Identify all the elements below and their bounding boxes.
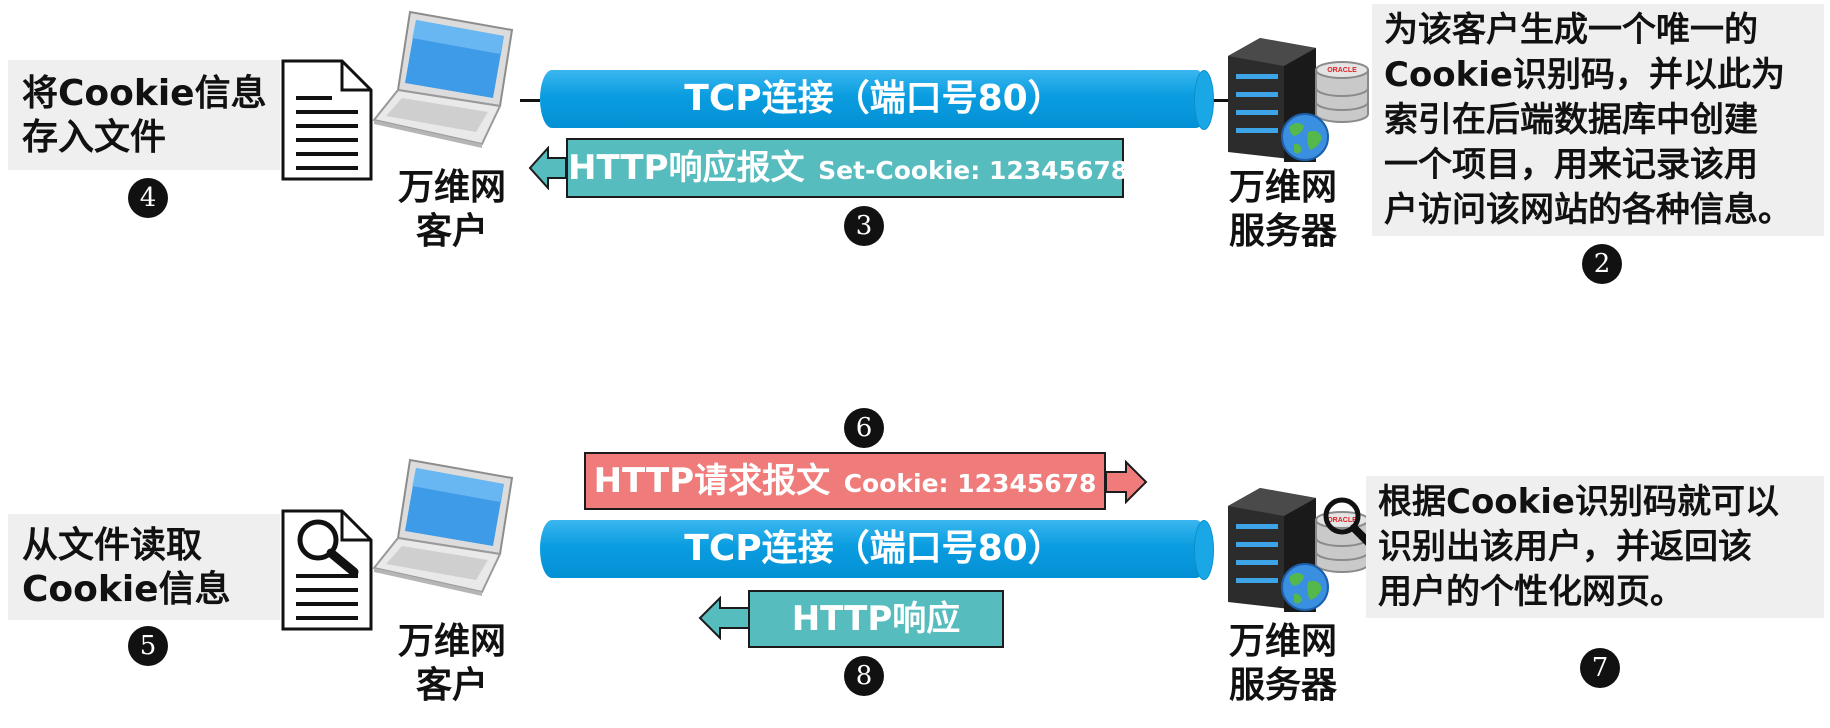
note-line: 户访问该网站的各种信息。: [1384, 190, 1792, 230]
cookie-label: Cookie: 12345678: [843, 469, 1097, 498]
tcp-label: TCP连接（端口号80）: [684, 528, 1064, 569]
tcp-connection-pipe: TCP连接（端口号80）: [540, 520, 1208, 578]
db-brand: ORACLE: [1327, 517, 1357, 524]
note-line: 识别出该用户，并返回该: [1378, 527, 1752, 567]
label-line: 服务器: [1228, 665, 1337, 706]
label-line: 万维网: [397, 621, 506, 662]
pipe-end: [1194, 70, 1214, 130]
note-line: 为该客户生成一个唯一的: [1384, 10, 1758, 50]
step-badge-8: 8: [844, 656, 884, 696]
label-line: 客户: [415, 665, 488, 706]
client-label: 万维网 客户: [392, 166, 512, 254]
label-line: 客户: [415, 211, 488, 252]
document-search-icon: [281, 509, 373, 631]
db-brand: ORACLE: [1327, 67, 1357, 74]
arrow-right-icon: [1105, 460, 1148, 504]
server-label: 万维网 服务器: [1218, 166, 1348, 254]
note-line: 索引在后端数据库中创建: [1384, 100, 1758, 140]
response-label: HTTP响应报文: [568, 148, 805, 188]
pipe-end: [1194, 520, 1214, 580]
tcp-label: TCP连接（端口号80）: [684, 78, 1064, 119]
step-badge-2: 2: [1582, 244, 1622, 284]
http-response-box: HTTP响应报文 Set-Cookie: 12345678: [566, 138, 1128, 198]
note-line: Cookie识别码，并以此为: [1384, 55, 1785, 95]
label-line: 万维网: [397, 167, 506, 208]
step-badge-7: 7: [1580, 648, 1620, 688]
label-line: 服务器: [1228, 211, 1337, 252]
globe-icon: [1281, 563, 1329, 611]
request-label: HTTP请求报文: [593, 461, 831, 501]
arrow-left-icon: [528, 146, 567, 190]
bottom-right-note: 根据Cookie识别码就可以 识别出该用户，并返回该 用户的个性化网页。: [1366, 476, 1824, 618]
step-badge-4: 4: [128, 178, 168, 218]
label-line: 万维网: [1228, 167, 1337, 208]
document-icon: [281, 59, 373, 181]
note-line: Cookie信息: [22, 569, 231, 610]
server-label: 万维网 服务器: [1218, 620, 1348, 708]
note-line: 一个项目，用来记录该用: [1384, 145, 1758, 185]
note-line: 从文件读取: [22, 525, 203, 566]
tcp-connection-pipe: TCP连接（端口号80）: [540, 70, 1208, 128]
note-line: 存入文件: [22, 117, 167, 158]
laptop-icon: [372, 458, 514, 596]
note-line: 根据Cookie识别码就可以: [1378, 482, 1779, 522]
step-badge-3: 3: [844, 206, 884, 246]
laptop-icon: [372, 10, 514, 148]
client-label: 万维网 客户: [392, 620, 512, 708]
note-line: 将Cookie信息: [22, 73, 267, 114]
connector-line: [520, 99, 540, 102]
response-label: HTTP响应: [791, 599, 961, 639]
label-line: 万维网: [1228, 621, 1337, 662]
http-request-box: HTTP请求报文 Cookie: 12345678: [584, 452, 1106, 510]
set-cookie-label: Set-Cookie: 12345678: [818, 156, 1129, 185]
step-badge-6: 6: [844, 408, 884, 448]
globe-icon: [1281, 113, 1329, 161]
arrow-left-icon: [698, 596, 750, 640]
step-badge-5: 5: [128, 626, 168, 666]
bottom-left-note: 从文件读取 Cookie信息: [8, 514, 280, 620]
top-right-note: 为该客户生成一个唯一的 Cookie识别码，并以此为 索引在后端数据库中创建 一…: [1372, 4, 1824, 236]
top-left-note: 将Cookie信息 存入文件: [8, 60, 280, 170]
http-response-box: HTTP响应: [748, 590, 1004, 648]
connector-line: [1200, 99, 1230, 102]
note-line: 用户的个性化网页。: [1378, 572, 1684, 612]
